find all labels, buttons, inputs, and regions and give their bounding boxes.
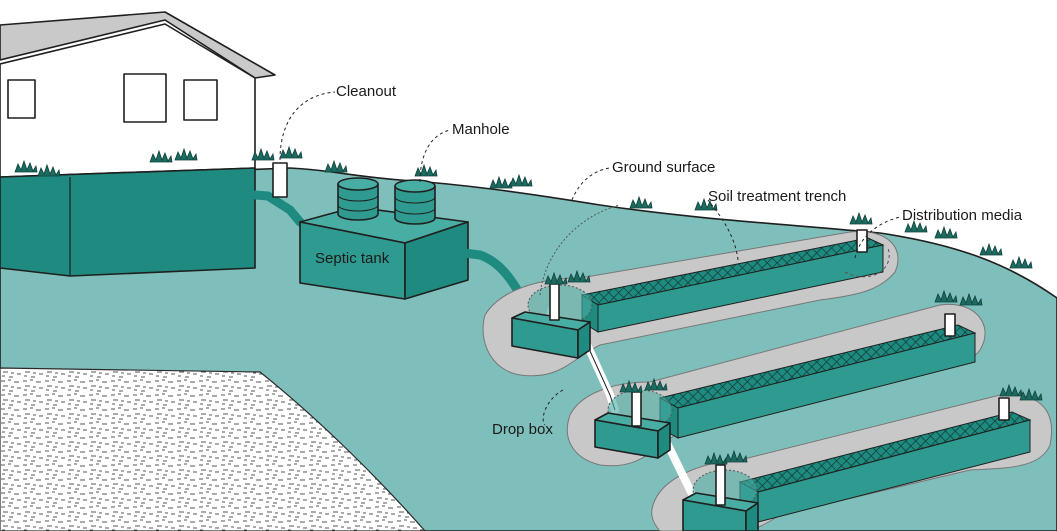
drop-box-3: [682, 464, 759, 531]
label-soil-treatment-trench: Soil treatment trench: [708, 188, 846, 205]
manhole-riser-1: [337, 177, 379, 221]
grass-tuft: [629, 195, 653, 209]
trench-1-side: [597, 244, 884, 333]
grass-tuft: [934, 289, 958, 303]
house-window-3: [183, 79, 218, 121]
cleanout-pipe: [272, 162, 288, 198]
inspection-pipe-2: [944, 313, 956, 337]
label-septic-tank: Septic tank: [315, 250, 390, 267]
trench-2-side: [677, 332, 976, 439]
grass-tuft: [934, 225, 958, 239]
inspection-pipe-3: [998, 397, 1010, 421]
grass-tuft: [37, 163, 61, 177]
grass-tuft: [149, 149, 173, 163]
grass-tuft: [999, 383, 1023, 397]
grass-tuft: [251, 147, 275, 161]
house: [0, 11, 276, 277]
grass-tuft: [959, 292, 983, 306]
grass-tuft: [724, 449, 748, 463]
grass-tuft: [849, 211, 873, 225]
grass-tuft: [619, 379, 643, 393]
septic-tank-side: [404, 221, 469, 300]
grass-tuft: [567, 269, 591, 283]
grass-tuft: [1009, 255, 1033, 269]
grass-tuft: [174, 147, 198, 161]
gravel-cutaway: [0, 367, 426, 531]
grass-tuft: [544, 271, 568, 285]
label-distribution-media: Distribution media: [902, 207, 1023, 224]
septic-tank: [299, 177, 469, 300]
label-manhole: Manhole: [452, 121, 510, 138]
house-sewer-pipe: [225, 188, 305, 227]
label-cleanout: Cleanout: [336, 83, 397, 100]
grass-tuft: [904, 219, 928, 233]
grass-tuft: [694, 197, 718, 211]
house-foundation: [0, 167, 256, 277]
grass-tuft: [1019, 387, 1043, 401]
grass-tuft: [509, 173, 533, 187]
grass-tuft: [979, 242, 1003, 256]
distribution-media-cutaway: [844, 247, 890, 278]
drop-box-1: [511, 283, 593, 359]
house-roof: [0, 11, 276, 79]
house-window-1: [7, 79, 36, 119]
manhole-riser-2: [394, 179, 436, 225]
house-window-2: [123, 73, 167, 123]
trench-1: [580, 237, 885, 333]
ground-surface-cutaway: [539, 204, 621, 296]
leader-lines: [279, 91, 901, 426]
grass-tuft: [279, 145, 303, 159]
grass-tuft: [324, 159, 348, 173]
label-ground-surface: Ground surface: [612, 159, 715, 176]
grass-tuft: [14, 159, 38, 173]
label-drop-box: Drop box: [492, 421, 553, 438]
drop-box-2: [594, 389, 673, 459]
grass-tuft: [644, 377, 668, 391]
